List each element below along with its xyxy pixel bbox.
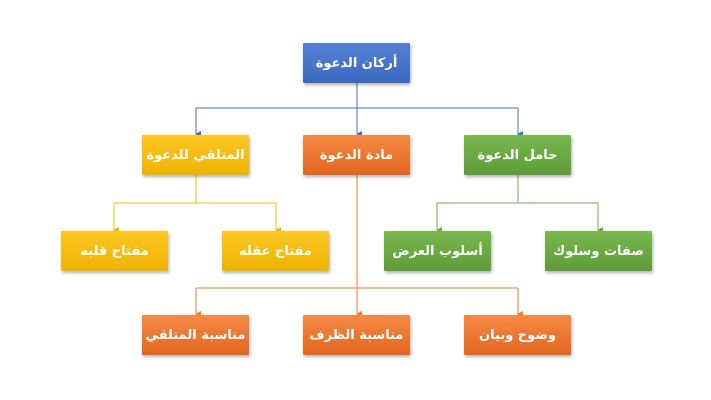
node-presentation-style: أسلوب العرض — [384, 231, 491, 271]
content-connector — [195, 175, 523, 317]
node-content: مادة الدعوة — [303, 135, 410, 175]
node-clarity: وضوح وبيان — [464, 315, 571, 355]
node-mind-key: مفتاح عقله — [222, 231, 329, 271]
node-receiver: المتلقي للدعوة — [142, 135, 249, 175]
carrier-connector — [436, 175, 603, 233]
root-connector — [195, 82, 523, 137]
node-circumstance-fit: مناسبة الظرف — [303, 315, 410, 355]
node-receiver-fit: مناسبة المتلقي — [142, 315, 249, 355]
node-carrier: حامل الدعوة — [464, 135, 571, 175]
receiver-connector — [113, 175, 281, 233]
node-traits-conduct: صفات وسلوك — [545, 231, 652, 271]
node-heart-key: مفتاح قلبه — [61, 231, 168, 271]
root-node: أركان الدعوة — [303, 43, 410, 83]
